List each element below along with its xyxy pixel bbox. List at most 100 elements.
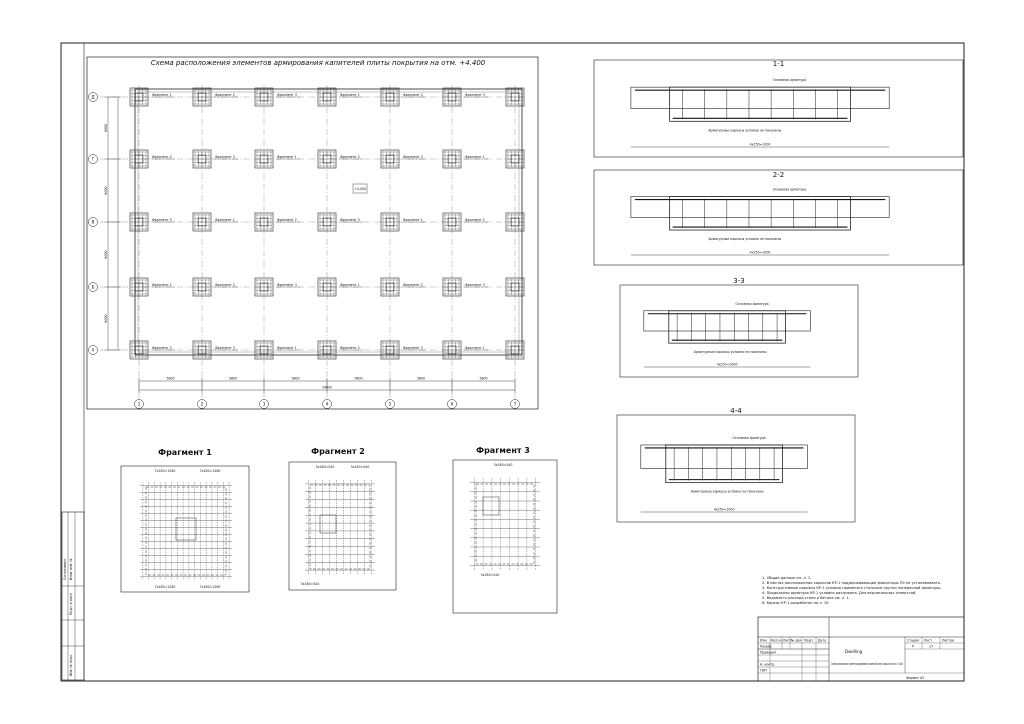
section-frame [593, 59, 964, 158]
fragment-label: Фрагмент 2 [403, 283, 423, 287]
stamp-sheets-label: Листов [942, 639, 954, 643]
note-5: 5. Ведомость расхода стали и бетона см. … [762, 596, 850, 600]
fragment-label: Фрагмент 3 [215, 346, 235, 350]
capital: Фрагмент 3 [442, 277, 488, 297]
span-dim-1: 5800 [166, 377, 174, 381]
span-dim-5: 5800 [417, 377, 425, 381]
note-2: 2. В местах расположения каркасов КР-1 п… [762, 581, 941, 585]
capital: Фрагмент 3 [442, 87, 488, 107]
section-title: 1-1 [773, 60, 784, 68]
note-4: 4. Продольная арматура КР-1 условно разл… [762, 591, 916, 595]
frag2-bottom-dim-1: 3х180=540 [301, 582, 320, 586]
general-notes: 1. Общие данные см. л. 1. 2. В местах ра… [762, 576, 941, 605]
axis-col-label-6: 6 [451, 402, 454, 407]
inner-frame [83, 42, 965, 682]
axis-col-label-4: 4 [326, 402, 329, 407]
stamp-col-2: Кол.уч [771, 639, 782, 643]
fragment-label: Фрагмент 1 [340, 93, 360, 97]
capital: Фрагмент 1 [129, 277, 175, 297]
fragment-label: Фрагмент 3 [403, 155, 423, 159]
axis-bubble-row [88, 154, 98, 164]
capital: Фрагмент 2 [254, 212, 300, 232]
capital: Фрагмент 2 [380, 277, 426, 297]
stamp-org: Dwelling [845, 649, 863, 654]
fragment-label: Фрагмент 2 [215, 93, 235, 97]
plan-grid [100, 85, 526, 398]
plan-frame [86, 56, 539, 410]
frag1-top-dim-2: 7х180=1260 [200, 469, 221, 473]
fragment-label: Фрагмент 1 [215, 218, 235, 222]
fragment-label: Фрагмент 2 [403, 93, 423, 97]
note-1: 1. Общие данные см. л. 1. [762, 576, 811, 580]
capital: Фрагмент 2 [129, 149, 175, 169]
section-bottom-label: Арматурные каркасы условно не показаны [708, 237, 781, 241]
capital: Фрагмент 3 [192, 340, 238, 360]
fragment-label: Фрагмент 1 [152, 283, 172, 287]
capital: Фрагмент 3 [129, 212, 175, 232]
axis-bubble-col [385, 399, 395, 409]
fragment-label: Фрагмент 2 [277, 218, 297, 222]
section-dim: 4х250=1000 [750, 143, 771, 147]
section-title: 4-4 [730, 407, 742, 415]
section-top-label: Основная арматура [735, 302, 768, 306]
capital [505, 277, 525, 297]
stamp-sheet-label: Лист [924, 639, 932, 643]
capital: Фрагмент 1 [129, 87, 175, 107]
capital: Фрагмент 3 [380, 149, 426, 169]
capital: Фрагмент 2 [380, 87, 426, 107]
section-dim: 4х250=1000 [717, 363, 738, 367]
axis-bubble-row [88, 217, 98, 227]
frag2-top-dim-2: 3х180=540 [351, 465, 370, 469]
stamp-sheet: 17 [929, 645, 933, 649]
capital: Фрагмент 2 [192, 87, 238, 107]
fragment-label: Фрагмент 3 [277, 283, 297, 287]
capital: Фрагмент 1 [254, 149, 300, 169]
stamp-col-5: Подп. [804, 639, 814, 643]
frag1-bottom-dim-2: 7х180=1260 [200, 585, 221, 589]
fragment-label: Фрагмент 1 [277, 155, 297, 159]
capital: Фрагмент 1 [380, 212, 426, 232]
plan-view: Схема расположения элементов армирования… [86, 56, 539, 410]
fragment-label: Фрагмент 3 [465, 283, 485, 287]
span-dim-2: 5800 [229, 377, 237, 381]
note-3: 3. Конструктивные каркасы КР-1 условно п… [762, 586, 941, 590]
fragment-label: Фрагмент 2 [340, 155, 360, 159]
capital: Фрагмент 1 [192, 212, 238, 232]
frag1-top-dim-1: 7х180=1260 [155, 469, 176, 473]
side-stamp-label-1: Взам. инв. № [69, 558, 73, 580]
axis-bubble-col [259, 399, 269, 409]
capital [505, 87, 525, 107]
fragment-label: Фрагмент 3 [152, 218, 172, 222]
frag3-bottom-dim: 3х180=540 [481, 573, 500, 577]
fragment-2-title: Фрагмент 2 [311, 447, 365, 456]
capital: Фрагмент 1 [442, 340, 488, 360]
capital: Фрагмент 1 [254, 340, 300, 360]
capital: Фрагмент 3 [317, 212, 363, 232]
section-top-label: Основная арматура [773, 188, 806, 192]
capital: Фрагмент 3 [254, 87, 300, 107]
section-dim: 4х250=1000 [714, 508, 735, 512]
section-dim: 4х250=1000 [750, 251, 771, 255]
axis-row-label-А: А [92, 348, 95, 353]
axis-row-label-Д: Д [91, 95, 94, 100]
frag3-top-dim: 3х180=540 [494, 463, 513, 467]
capital: Фрагмент 3 [380, 340, 426, 360]
fragment-label: Фрагмент 3 [340, 218, 360, 222]
fragment-label: Фрагмент 2 [465, 218, 485, 222]
section-frame [616, 414, 856, 523]
capital: Фрагмент 1 [317, 87, 363, 107]
section-bottom-label: Арматурные каркасы условно не показаны [691, 490, 764, 494]
fragment-label: Фрагмент 3 [465, 93, 485, 97]
axis-bubble-row [88, 345, 98, 355]
axis-bubble-col [197, 399, 207, 409]
capital: Фрагмент 2 [442, 212, 488, 232]
fragment-label: Фрагмент 1 [465, 346, 485, 350]
capital: Фрагмент 3 [254, 277, 300, 297]
axis-bubble-col [510, 399, 520, 409]
